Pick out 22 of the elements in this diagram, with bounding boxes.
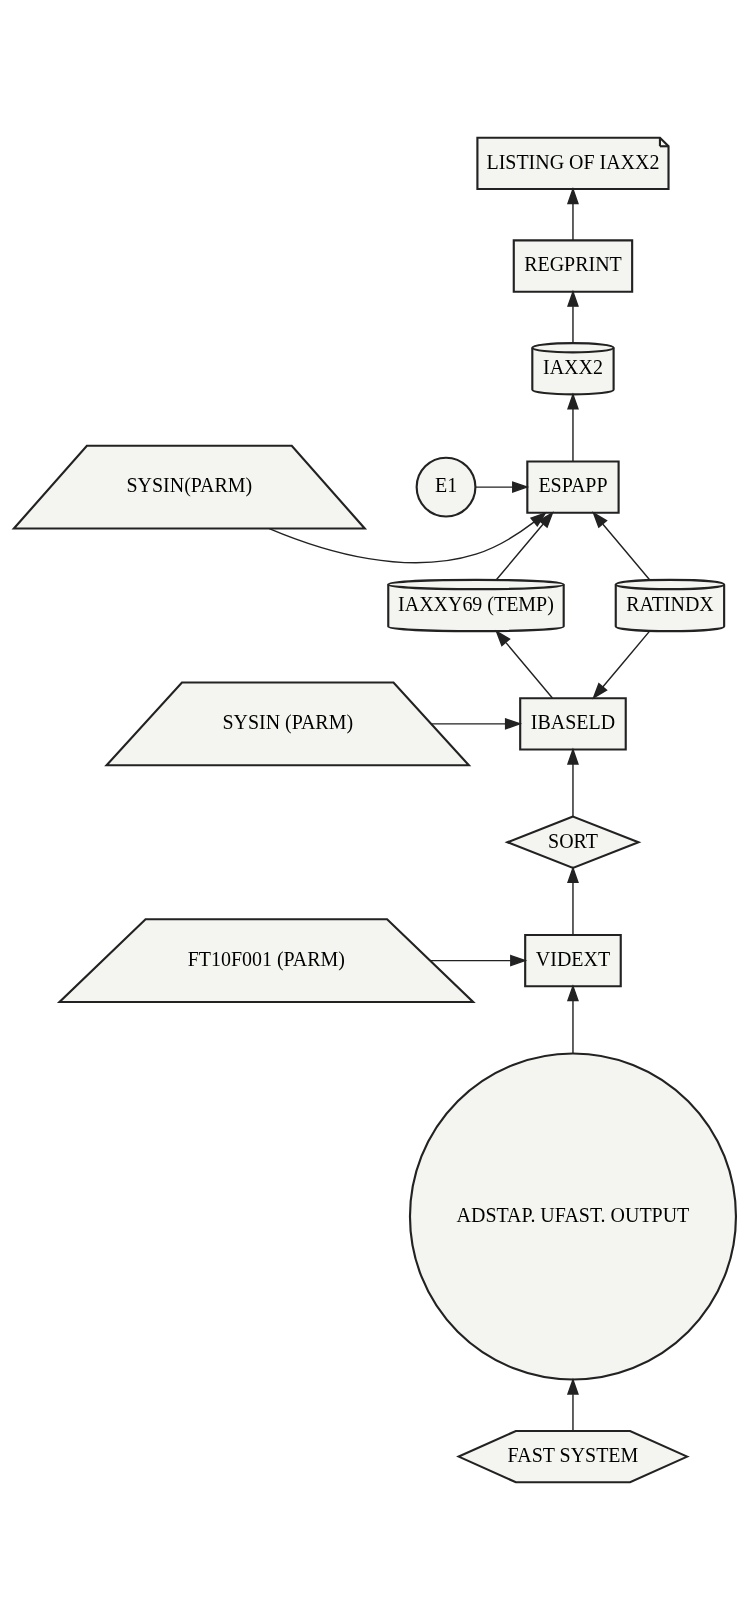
arrow xyxy=(566,186,579,241)
node-circle: ADSTAP. UFAST. OUTPUT xyxy=(408,1051,738,1380)
arrow xyxy=(429,954,528,967)
node-circle: E1 xyxy=(415,456,477,518)
arrow xyxy=(566,391,579,462)
node-box: IBASELD xyxy=(519,696,627,751)
arrow xyxy=(566,289,579,343)
arrow xyxy=(495,629,554,699)
node-box: ESPAPP xyxy=(526,459,620,514)
arrow xyxy=(566,1377,579,1431)
arrow xyxy=(566,747,579,817)
arrow xyxy=(566,865,579,935)
arrow xyxy=(475,480,530,493)
arrow xyxy=(566,983,579,1054)
node-box: VIDEXT xyxy=(524,933,622,987)
arrow xyxy=(592,510,651,580)
arrow xyxy=(592,630,651,700)
arrow xyxy=(268,511,547,563)
arrow xyxy=(430,717,523,730)
node-box: REGPRINT xyxy=(512,238,634,293)
node-diamond: SORT xyxy=(504,814,642,869)
arrow xyxy=(495,510,554,580)
